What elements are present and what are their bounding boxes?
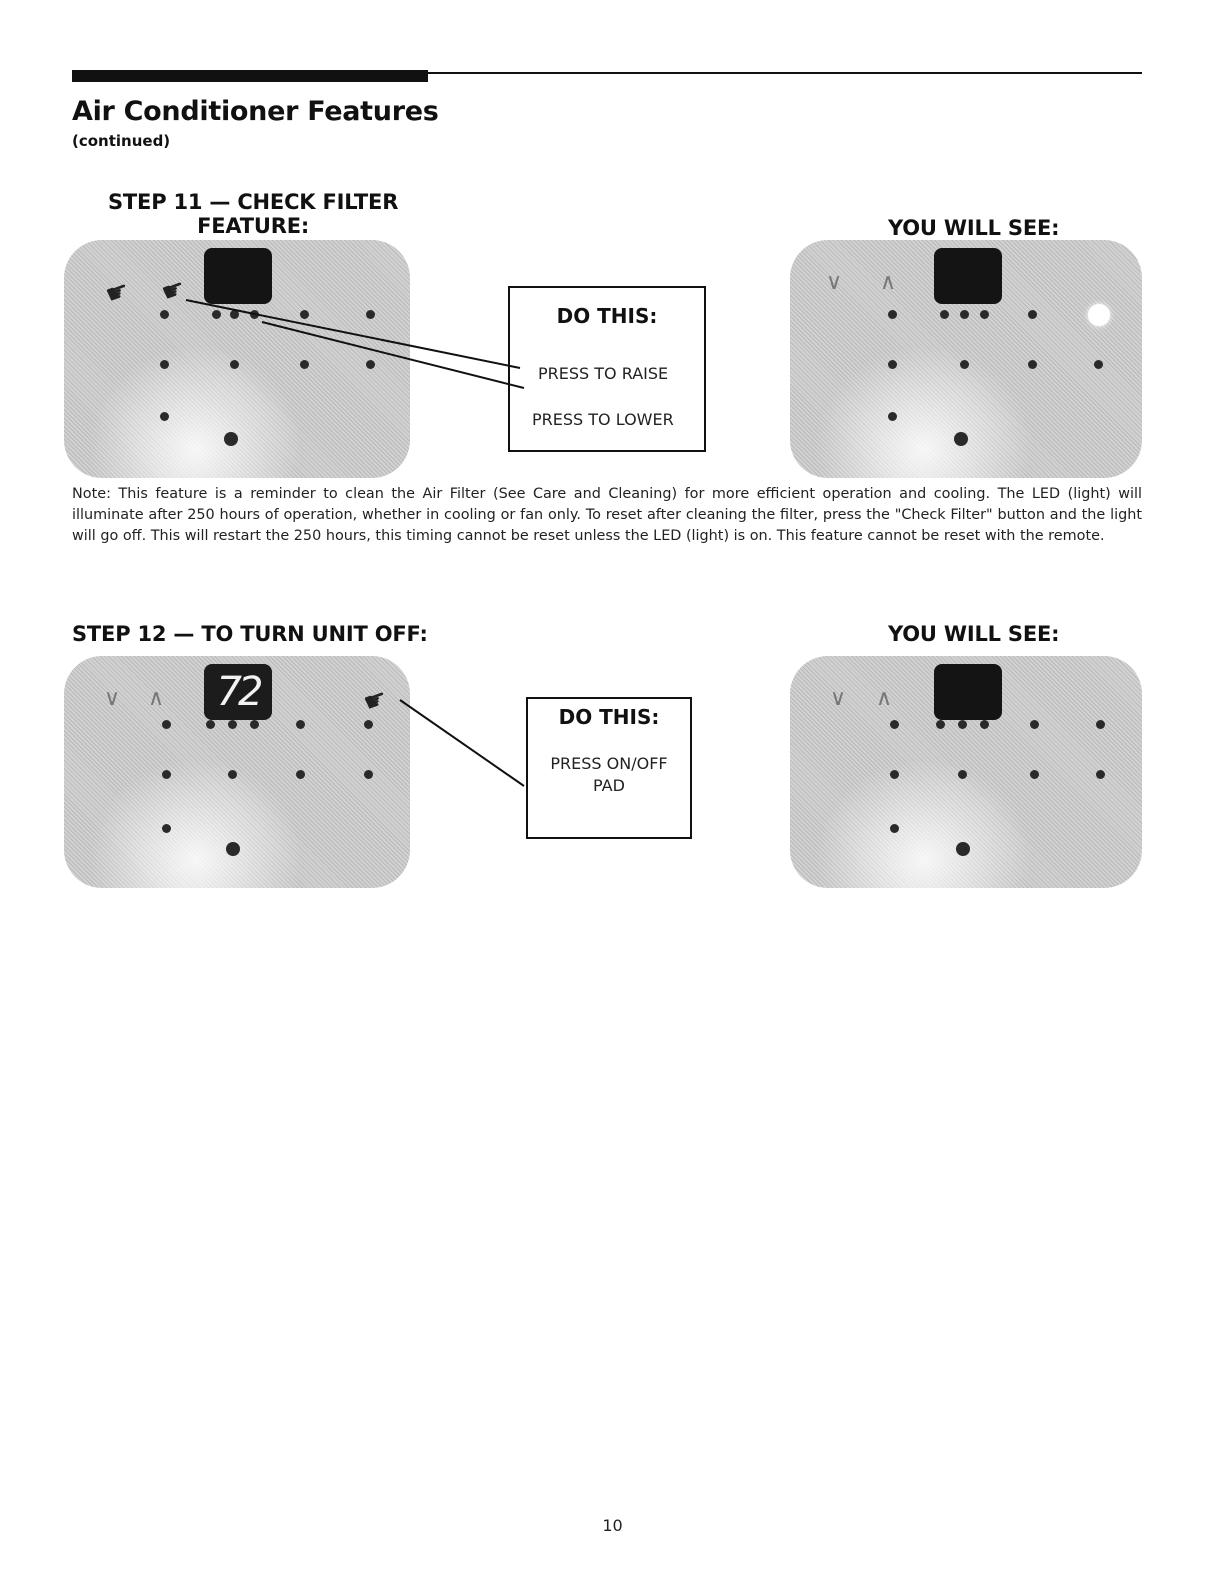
indicator-led — [890, 824, 899, 833]
indicator-led — [958, 770, 967, 779]
pointing-hand-icon: ☛ — [359, 682, 392, 720]
step11-result-panel: ∨ ∧ — [790, 240, 1142, 478]
chevron-up-icon: ∧ — [880, 270, 897, 295]
step11-you-will-see: YOU WILL SEE: — [888, 216, 1060, 240]
header-rule — [72, 72, 1142, 74]
indicator-led — [936, 720, 945, 729]
indicator-led — [162, 824, 171, 833]
header-rule-bar — [72, 70, 428, 82]
indicator-led — [228, 720, 237, 729]
indicator-led — [888, 360, 897, 369]
power-led — [224, 432, 238, 446]
indicator-led — [1028, 310, 1037, 319]
indicator-led — [364, 720, 373, 729]
indicator-led — [890, 720, 899, 729]
temperature-display — [204, 248, 272, 304]
indicator-led — [960, 360, 969, 369]
power-led — [956, 842, 970, 856]
indicator-led — [1028, 360, 1037, 369]
step11-control-panel: ☛ ☛ — [64, 240, 410, 478]
indicator-led — [366, 360, 375, 369]
pointing-hand-icon: ☛ — [157, 272, 190, 310]
indicator-led — [1096, 720, 1105, 729]
indicator-led — [160, 310, 169, 319]
indicator-led — [296, 770, 305, 779]
page-title: Air Conditioner Features — [72, 96, 439, 127]
indicator-led — [230, 310, 239, 319]
press-to-lower-label: PRESS TO LOWER — [532, 410, 674, 429]
do-this-heading: DO THIS: — [556, 304, 658, 328]
indicator-led — [206, 720, 215, 729]
indicator-led — [230, 360, 239, 369]
indicator-led — [890, 770, 899, 779]
pointing-hand-icon: ☛ — [101, 274, 134, 312]
indicator-led — [888, 412, 897, 421]
do-this-heading: DO THIS: — [558, 705, 660, 729]
page-subtitle: (continued) — [72, 132, 171, 150]
press-on-off-line2: PAD — [593, 776, 625, 795]
step11-heading-line1: STEP 11 — CHECK FILTER — [108, 190, 399, 214]
indicator-led — [160, 412, 169, 421]
chevron-down-icon: ∨ — [830, 686, 847, 711]
chevron-down-icon: ∨ — [826, 270, 843, 295]
press-on-off-line1: PRESS ON/OFF — [550, 754, 668, 773]
page-number: 10 — [602, 1516, 623, 1535]
step12-do-this-box: DO THIS: PRESS ON/OFF PAD — [526, 697, 692, 839]
temperature-readout: 72 — [204, 664, 272, 720]
indicator-led — [940, 310, 949, 319]
indicator-led — [160, 360, 169, 369]
indicator-led — [888, 310, 897, 319]
temperature-display — [934, 664, 1002, 720]
indicator-led — [1094, 360, 1103, 369]
step11-note: Note: This feature is a reminder to clea… — [72, 486, 1142, 544]
press-to-raise-label: PRESS TO RAISE — [538, 364, 669, 383]
chevron-down-icon: ∨ — [104, 686, 121, 711]
on-off-leader-line — [399, 699, 525, 787]
check-filter-led-lit — [1088, 304, 1110, 326]
indicator-led — [1030, 770, 1039, 779]
indicator-led — [1096, 770, 1105, 779]
indicator-led — [228, 770, 237, 779]
step12-you-will-see: YOU WILL SEE: — [888, 622, 1060, 646]
indicator-led — [300, 360, 309, 369]
step11-heading-line2: FEATURE: — [197, 214, 310, 238]
indicator-led — [960, 310, 969, 319]
chevron-up-icon: ∧ — [148, 686, 165, 711]
indicator-led — [366, 310, 375, 319]
indicator-led — [250, 310, 259, 319]
step12-result-panel: ∨ ∧ — [790, 656, 1142, 888]
power-led — [226, 842, 240, 856]
step11-heading: STEP 11 — CHECK FILTER FEATURE: — [108, 190, 398, 238]
temperature-display — [934, 248, 1002, 304]
chevron-up-icon: ∧ — [876, 686, 893, 711]
power-led — [954, 432, 968, 446]
step11-do-this-box: DO THIS: PRESS TO RAISE PRESS TO LOWER — [508, 286, 706, 452]
indicator-led — [958, 720, 967, 729]
indicator-led — [296, 720, 305, 729]
press-on-off-label: PRESS ON/OFF PAD — [528, 753, 690, 797]
step12-heading: STEP 12 — TO TURN UNIT OFF: — [72, 622, 428, 646]
indicator-led — [162, 720, 171, 729]
indicator-led — [212, 310, 221, 319]
indicator-led — [980, 310, 989, 319]
indicator-led — [250, 720, 259, 729]
indicator-led — [162, 770, 171, 779]
indicator-led — [364, 770, 373, 779]
indicator-led — [980, 720, 989, 729]
indicator-led — [300, 310, 309, 319]
indicator-led — [1030, 720, 1039, 729]
step12-control-panel: 72 ∨ ∧ ☛ — [64, 656, 410, 888]
